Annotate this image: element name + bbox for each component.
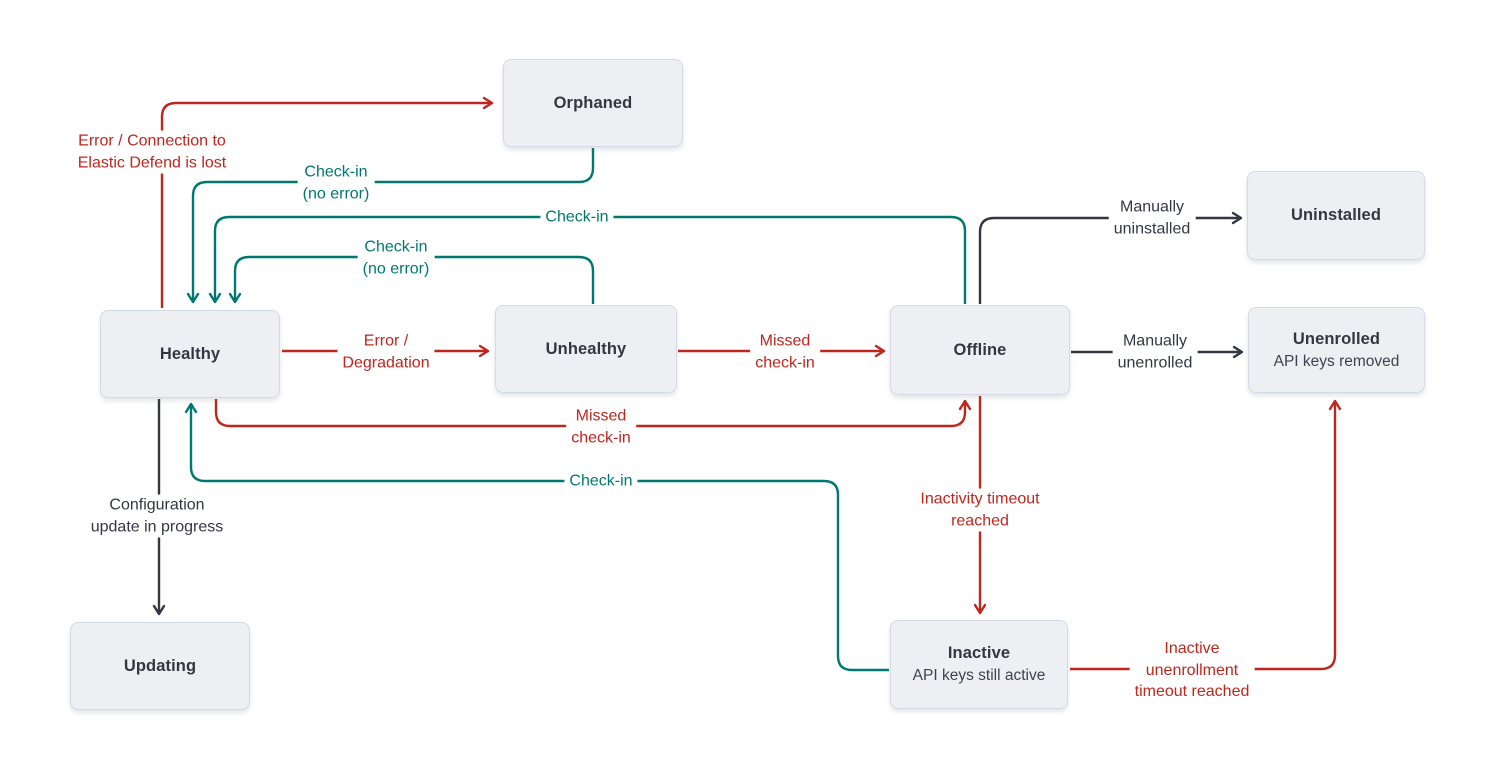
edge-inactive-healthy xyxy=(184,402,889,672)
edge-label-missed-checkin-healthy: Missed check-in xyxy=(566,405,636,449)
node-title: Uninstalled xyxy=(1290,206,1382,224)
edge-label-checkin-no-error-orphaned: Check-in (no error) xyxy=(297,161,375,205)
edge-label-checkin-no-error-unhealthy: Check-in (no error) xyxy=(357,236,435,280)
edge-healthy-orphaned xyxy=(160,96,494,308)
node-healthy: Healthy xyxy=(100,310,280,398)
node-unhealthy: Unhealthy xyxy=(495,305,677,393)
edge-label-configuration-update: Configuration update in progress xyxy=(85,494,229,538)
edge-orphaned-healthy xyxy=(186,148,595,304)
edge-label-inactive-unenrollment-timeout: Inactive unenrollment timeout reached xyxy=(1129,637,1255,703)
node-title: Unhealthy xyxy=(545,339,627,358)
edge-label-error-degradation: Error / Degradation xyxy=(337,330,435,374)
edge-label-manually-unenrolled: Manually unenrolled xyxy=(1112,330,1198,374)
node-unenrolled: Unenrolled API keys removed xyxy=(1248,307,1425,393)
node-offline: Offline xyxy=(890,305,1070,395)
edge-inactive-unenrolled xyxy=(1070,399,1342,671)
node-orphaned: Orphaned xyxy=(503,59,683,147)
node-title: Inactive xyxy=(947,644,1011,662)
node-title: Orphaned xyxy=(553,93,633,112)
node-updating: Updating xyxy=(70,622,250,710)
edge-offline-uninstalled xyxy=(978,211,1243,304)
edge-label-checkin-inactive: Check-in xyxy=(564,470,638,492)
node-title: Offline xyxy=(953,340,1007,359)
node-title: Unenrolled xyxy=(1292,329,1381,348)
edge-label-inactivity-timeout: Inactivity timeout reached xyxy=(915,488,1045,532)
edge-label-missed-checkin-unhealthy: Missed check-in xyxy=(750,330,820,374)
node-title: Healthy xyxy=(159,344,221,363)
edge-label-manually-uninstalled: Manually uninstalled xyxy=(1108,196,1196,240)
node-title: Updating xyxy=(123,656,197,675)
edge-label-checkin-offline: Check-in xyxy=(540,206,614,228)
node-subtitle: API keys removed xyxy=(1273,352,1400,370)
edge-label-error-connection-lost: Error / Connection to Elastic Defend is … xyxy=(72,130,232,174)
node-uninstalled: Uninstalled xyxy=(1247,171,1425,260)
node-inactive: Inactive API keys still active xyxy=(890,620,1068,709)
node-subtitle: API keys still active xyxy=(912,667,1046,684)
